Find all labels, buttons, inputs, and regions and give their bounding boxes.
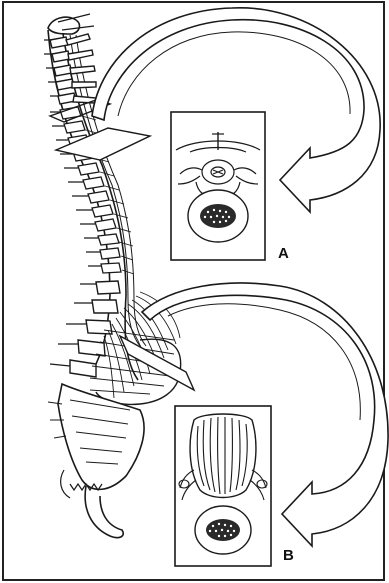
inset-a-body-stipple [200, 204, 236, 228]
inset-b-body-stipple [206, 519, 240, 541]
inset-b [175, 406, 271, 566]
inset-b-label: B [283, 547, 294, 564]
inset-a-label: A [278, 245, 289, 262]
inset-a [171, 112, 265, 260]
